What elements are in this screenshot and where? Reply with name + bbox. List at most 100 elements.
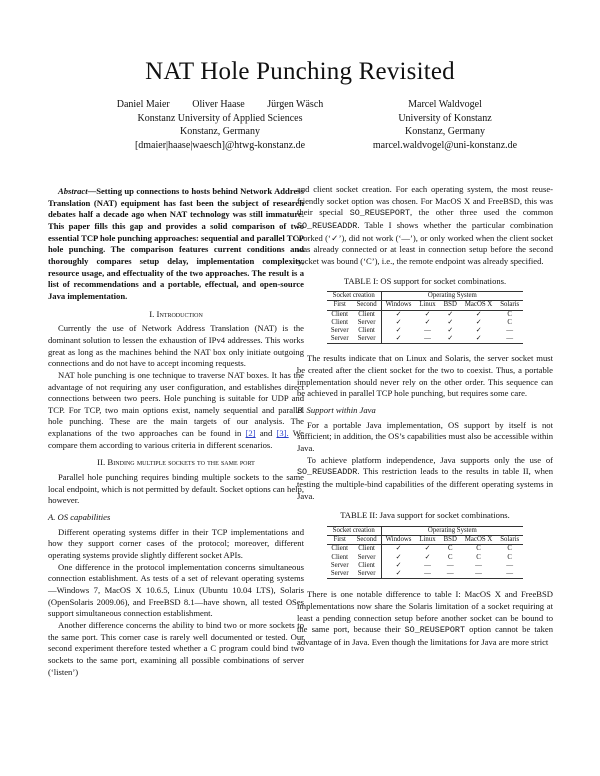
paragraph: There is one notable difference to table… xyxy=(297,589,553,648)
paragraph: NAT hole punching is one technique to tr… xyxy=(48,370,304,452)
subsection-heading-os: A. OS capabilities xyxy=(48,512,111,523)
right-column: and client socket creation. For each ope… xyxy=(297,184,553,649)
table-cell: Client xyxy=(352,327,382,336)
table-cell: ✓ xyxy=(395,327,402,335)
table-column-header: Second xyxy=(352,300,382,311)
paragraph-text: and xyxy=(255,428,277,439)
table-cell: — xyxy=(415,335,440,345)
code-token: SO_REUSEPORT xyxy=(404,625,465,636)
table-cell: Client xyxy=(331,310,349,318)
table-cell: ✓ xyxy=(381,335,416,345)
section-heading-introduction: I. Introduction xyxy=(149,308,203,319)
author-name: Jürgen Wäsch xyxy=(267,99,324,110)
affiliation-line: Konstanz University of Applied Sciences xyxy=(137,112,303,124)
table-cell: C xyxy=(507,553,512,561)
table-column-header: BSD xyxy=(439,535,461,546)
paragraph-text: To achieve platform independence, Java s… xyxy=(307,454,553,465)
table-column-header: First xyxy=(326,535,353,546)
section-heading-binding: II. Binding multiple sockets to the same… xyxy=(97,457,255,468)
table-cell: C xyxy=(447,553,453,561)
paragraph-text: There is one notable difference to table… xyxy=(297,589,553,635)
table-caption: TABLE II: Java support for socket combin… xyxy=(340,510,510,521)
table-column-header: First xyxy=(326,300,353,311)
paragraph-text: , the other three used the common xyxy=(410,207,554,218)
table-cell: Server xyxy=(330,327,349,335)
table-cell: ✓ xyxy=(424,310,431,318)
table-cell: Client xyxy=(352,310,382,319)
author-names-left: Daniel Maier Oliver Haase Jürgen Wäsch xyxy=(70,98,370,112)
paragraph: The results indicate that on Linux and S… xyxy=(297,353,553,399)
paragraph: One difference in the protocol implement… xyxy=(48,561,304,619)
table-cell: — xyxy=(415,570,440,580)
table-cell: — xyxy=(506,561,514,569)
author-name: Oliver Haase xyxy=(192,99,245,110)
table-cell: ✓ xyxy=(475,310,482,318)
table-cell: ✓ xyxy=(475,318,482,326)
abstract-lead: Abstract xyxy=(58,186,88,196)
abstract: Abstract—Setting up connections to hosts… xyxy=(48,186,304,303)
table-cell: — xyxy=(439,570,461,580)
table-cell: ✓ xyxy=(439,335,461,345)
table-cell: ✓ xyxy=(424,318,431,326)
table-cell: ✓ xyxy=(447,327,454,335)
citation-link[interactable]: [3]. xyxy=(276,428,289,439)
table-cell: C xyxy=(507,545,512,553)
table-column-header: Linux xyxy=(415,535,440,546)
code-token: SO_REUSEADDR xyxy=(297,467,358,478)
table-column-header: Solaris xyxy=(496,300,524,311)
table-column-header: Solaris xyxy=(496,535,524,546)
table-cell: C xyxy=(507,310,512,318)
paragraph: Different operating systems differ in th… xyxy=(48,526,304,561)
paragraph-text: and client socket creation. For each ope… xyxy=(297,184,553,218)
table-group-header: Socket creation xyxy=(326,291,382,302)
subsection-heading-java: B. Support within Java xyxy=(297,405,376,416)
table-cell: ✓ xyxy=(395,310,402,318)
paragraph: To achieve platform independence, Java s… xyxy=(297,455,553,503)
table-cell: C xyxy=(476,553,481,561)
table-cell: Server xyxy=(326,570,353,580)
table-cell: C xyxy=(507,318,512,326)
table-cell: Server xyxy=(352,318,382,328)
table-cell: ✓ xyxy=(395,561,402,569)
table-cell: — xyxy=(496,335,524,345)
table-cell: ✓ xyxy=(395,545,402,553)
table-column-header: Linux xyxy=(415,300,440,311)
table-cell: Server xyxy=(330,561,349,569)
affiliation-line: Konstanz, Germany xyxy=(405,126,485,138)
table-group-header: Operating System xyxy=(381,291,524,302)
affiliation-line: Konstanz, Germany xyxy=(180,126,260,138)
table-cell: ✓ xyxy=(424,545,431,553)
table-cell: — xyxy=(446,561,454,569)
paragraph: For a portable Java implementation, OS s… xyxy=(297,419,553,454)
table-cell: ✓ xyxy=(381,570,416,580)
table-group-header: Socket creation xyxy=(326,525,382,537)
table-cell: — xyxy=(506,327,514,335)
table-java-support: Socket creation Operating System First S… xyxy=(326,525,524,580)
paragraph: Currently the use of Network Address Tra… xyxy=(48,323,304,369)
table-column-header: Windows xyxy=(381,535,416,546)
table-cell: ✓ xyxy=(475,327,482,335)
author-email: [dmaier|haase|waesch]@htwg-konstanz.de xyxy=(134,139,306,151)
paper-title: NAT Hole Punching Revisited xyxy=(145,58,455,85)
citation-link[interactable]: [2] xyxy=(245,428,256,439)
table-column-header: MacOS X xyxy=(460,300,497,311)
table-cell: Server xyxy=(352,335,382,345)
table-cell: — xyxy=(460,570,497,580)
affiliation-line: University of Konstanz xyxy=(398,112,492,124)
paragraph: and client socket creation. For each ope… xyxy=(297,184,553,268)
left-column: Abstract—Setting up connections to hosts… xyxy=(48,186,304,678)
table-cell: Server xyxy=(352,553,382,562)
author-email: marcel.waldvogel@uni-konstanz.de xyxy=(372,139,518,151)
table-cell: Server xyxy=(352,570,382,580)
paragraph-text: We compare them according to various cri… xyxy=(48,428,304,450)
table-column-header: Windows xyxy=(381,300,416,311)
table-cell: Client xyxy=(352,544,382,554)
table-group-header: Operating System xyxy=(381,525,524,537)
table-cell: Client xyxy=(352,561,382,571)
